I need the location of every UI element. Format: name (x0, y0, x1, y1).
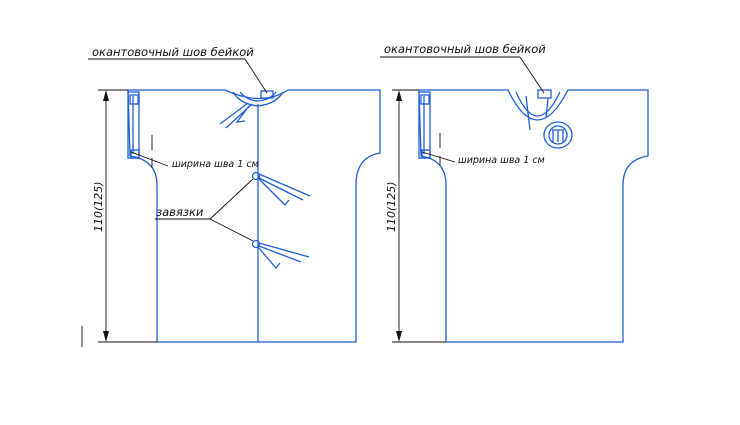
right-length-arrow-bottom (396, 331, 402, 342)
left-tie-knot-1 (251, 171, 261, 181)
left-ties-leader-1 (209, 178, 254, 220)
left-ties-leader-2 (209, 218, 254, 242)
left-seam-label: ширина шва 1 см (172, 159, 259, 170)
right-neck-binding-inner (515, 91, 561, 117)
right-annotations (380, 56, 545, 343)
right-garment-outline (418, 89, 649, 343)
right-pocket-inner (548, 125, 568, 145)
left-length-label: 110(125) (92, 181, 105, 232)
left-tie-1 (258, 173, 311, 206)
right-seam-label: ширина шва 1 см (458, 155, 545, 166)
left-neck-binding-inner (239, 91, 277, 102)
right-placket-line-1 (525, 95, 531, 131)
right-neck-label: окантовочный шов бейкой (384, 42, 546, 56)
left-sleeve-hem-tab (129, 94, 139, 105)
left-seam-leader (130, 151, 169, 167)
left-ties-label: завязки (156, 205, 204, 219)
left-tie-knot-2 (251, 239, 261, 249)
left-garment (127, 89, 381, 343)
left-length-arrow-bottom (103, 331, 109, 342)
right-pocket-pleats (552, 129, 564, 142)
right-length-arrow-top (396, 90, 402, 101)
right-sleeve-hem-tab (420, 94, 430, 105)
left-annotations (81, 58, 268, 347)
right-seam-leader (421, 151, 456, 163)
left-neck-leader (244, 58, 268, 94)
right-placket-line-2 (545, 97, 549, 119)
right-neck-tab (537, 89, 552, 99)
right-garment (418, 89, 649, 343)
left-length-arrow-top (103, 90, 109, 101)
left-neck-tab (260, 90, 274, 99)
right-length-label: 110(125) (385, 181, 398, 232)
left-tie-2 (257, 242, 310, 270)
left-neck-label: окантовочный шов бейкой (92, 45, 254, 59)
left-underarm-tab (130, 149, 140, 159)
left-neck-tie (219, 102, 253, 129)
right-neck-leader (519, 56, 545, 94)
right-pocket (543, 121, 573, 149)
left-garment-outline (127, 89, 381, 343)
left-neck-binding (232, 91, 284, 107)
